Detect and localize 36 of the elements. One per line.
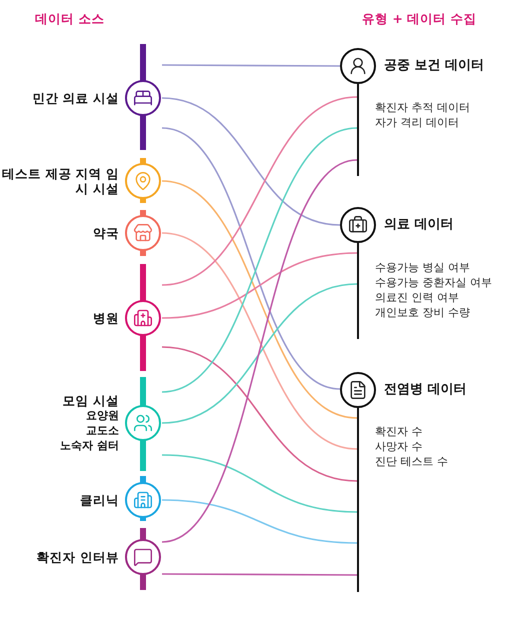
connector-line — [162, 283, 358, 424]
column-heading: 데이터 소스 — [35, 10, 104, 28]
connector-line — [162, 180, 358, 419]
category-title: 공중 보건 데이터 — [384, 57, 484, 75]
connector-line — [162, 232, 358, 450]
data-item: 확진자 추적 데이터 — [375, 100, 470, 115]
connector-line — [162, 499, 358, 544]
connector-line — [162, 346, 358, 482]
data-item: 진단 테스트 수 — [375, 454, 448, 469]
connector-line — [162, 64, 340, 67]
data-item: 개인보호 장비 수량 — [375, 305, 470, 320]
source-label: 병원 — [93, 310, 119, 326]
source-label: 테스트 제공 지역 임시 시설 — [0, 166, 119, 196]
data-item: 사망자 수 — [375, 439, 422, 454]
column-heading: 유형 + 데이터 수집 — [362, 10, 477, 28]
data-item: 의료진 인력 여부 — [375, 290, 459, 305]
data-item: 자가 격리 데이터 — [375, 115, 459, 130]
connector-line — [162, 573, 357, 576]
source-label: 민간 의료 시설 — [32, 90, 119, 106]
source-label: 노숙자 쉼터 — [60, 438, 119, 453]
category-title: 전염병 데이터 — [384, 381, 467, 399]
source-label: 모임 시설 — [62, 393, 119, 408]
source-label: 교도소 — [86, 423, 119, 438]
connector-line — [162, 159, 358, 543]
source-label: 확진자 인터뷰 — [36, 550, 119, 564]
connector-line — [162, 97, 340, 226]
connector-line — [162, 454, 358, 513]
connector-line — [162, 96, 358, 286]
data-item: 확진자 수 — [375, 424, 422, 439]
connector-line — [162, 252, 358, 319]
data-item: 수용가능 병실 여부 — [375, 260, 470, 275]
source-label: 클리닉 — [80, 492, 119, 508]
category-title: 의료 데이터 — [384, 216, 454, 234]
data-item: 수용가능 중환자실 여부 — [375, 275, 492, 290]
source-label: 요양원 — [86, 408, 119, 423]
source-label: 약국 — [93, 226, 119, 240]
